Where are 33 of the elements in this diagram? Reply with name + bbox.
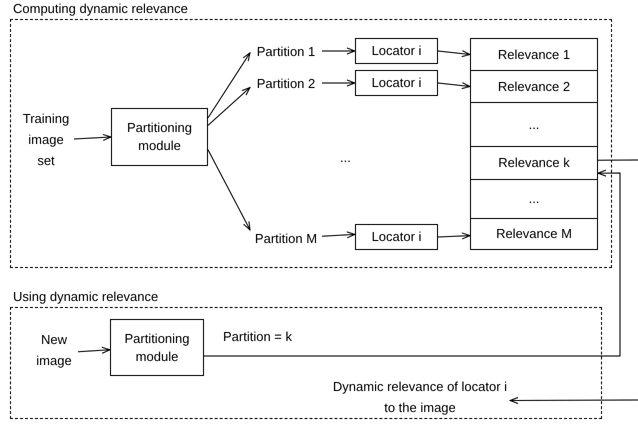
arrow [208,52,250,118]
group-heading: Using dynamic relevance [13,289,158,305]
relevance-cell: Relevance 2 [470,70,598,103]
arrow [204,170,620,357]
process-box: Partitioning module [110,319,204,376]
arrow [510,397,638,404]
flow-text: Partition M [250,229,322,247]
relevance-cell: Relevance k [470,146,598,180]
group-heading: Computing dynamic relevance [13,1,188,17]
relevance-cell: ... [470,102,598,147]
arrow [78,346,110,354]
arrow [322,48,356,54]
arrow [322,231,356,238]
flow-text: New image [30,328,78,372]
arrow [208,149,250,230]
process-box: Locator i [355,70,438,96]
arrow [208,87,250,126]
flow-text: Partition 1 [250,42,322,60]
arrow [438,50,470,58]
process-box: Locator i [355,38,438,64]
relevance-cell: Relevance 1 [470,38,598,71]
flow-text: Dynamic relevance of locator i to the image [330,375,510,419]
ellipsis-text: ... [340,150,351,166]
arrow [322,80,356,86]
arrow [438,232,470,240]
flow-text: Training image set [18,108,74,170]
process-box: Partitioning module [111,108,208,166]
relevance-cell: Relevance M [470,218,598,250]
process-box: Locator i [355,224,438,250]
arrow [74,134,112,141]
flow-text: Partition 2 [250,74,322,92]
relevance-cell: ... [470,179,598,219]
arrow [438,82,470,90]
